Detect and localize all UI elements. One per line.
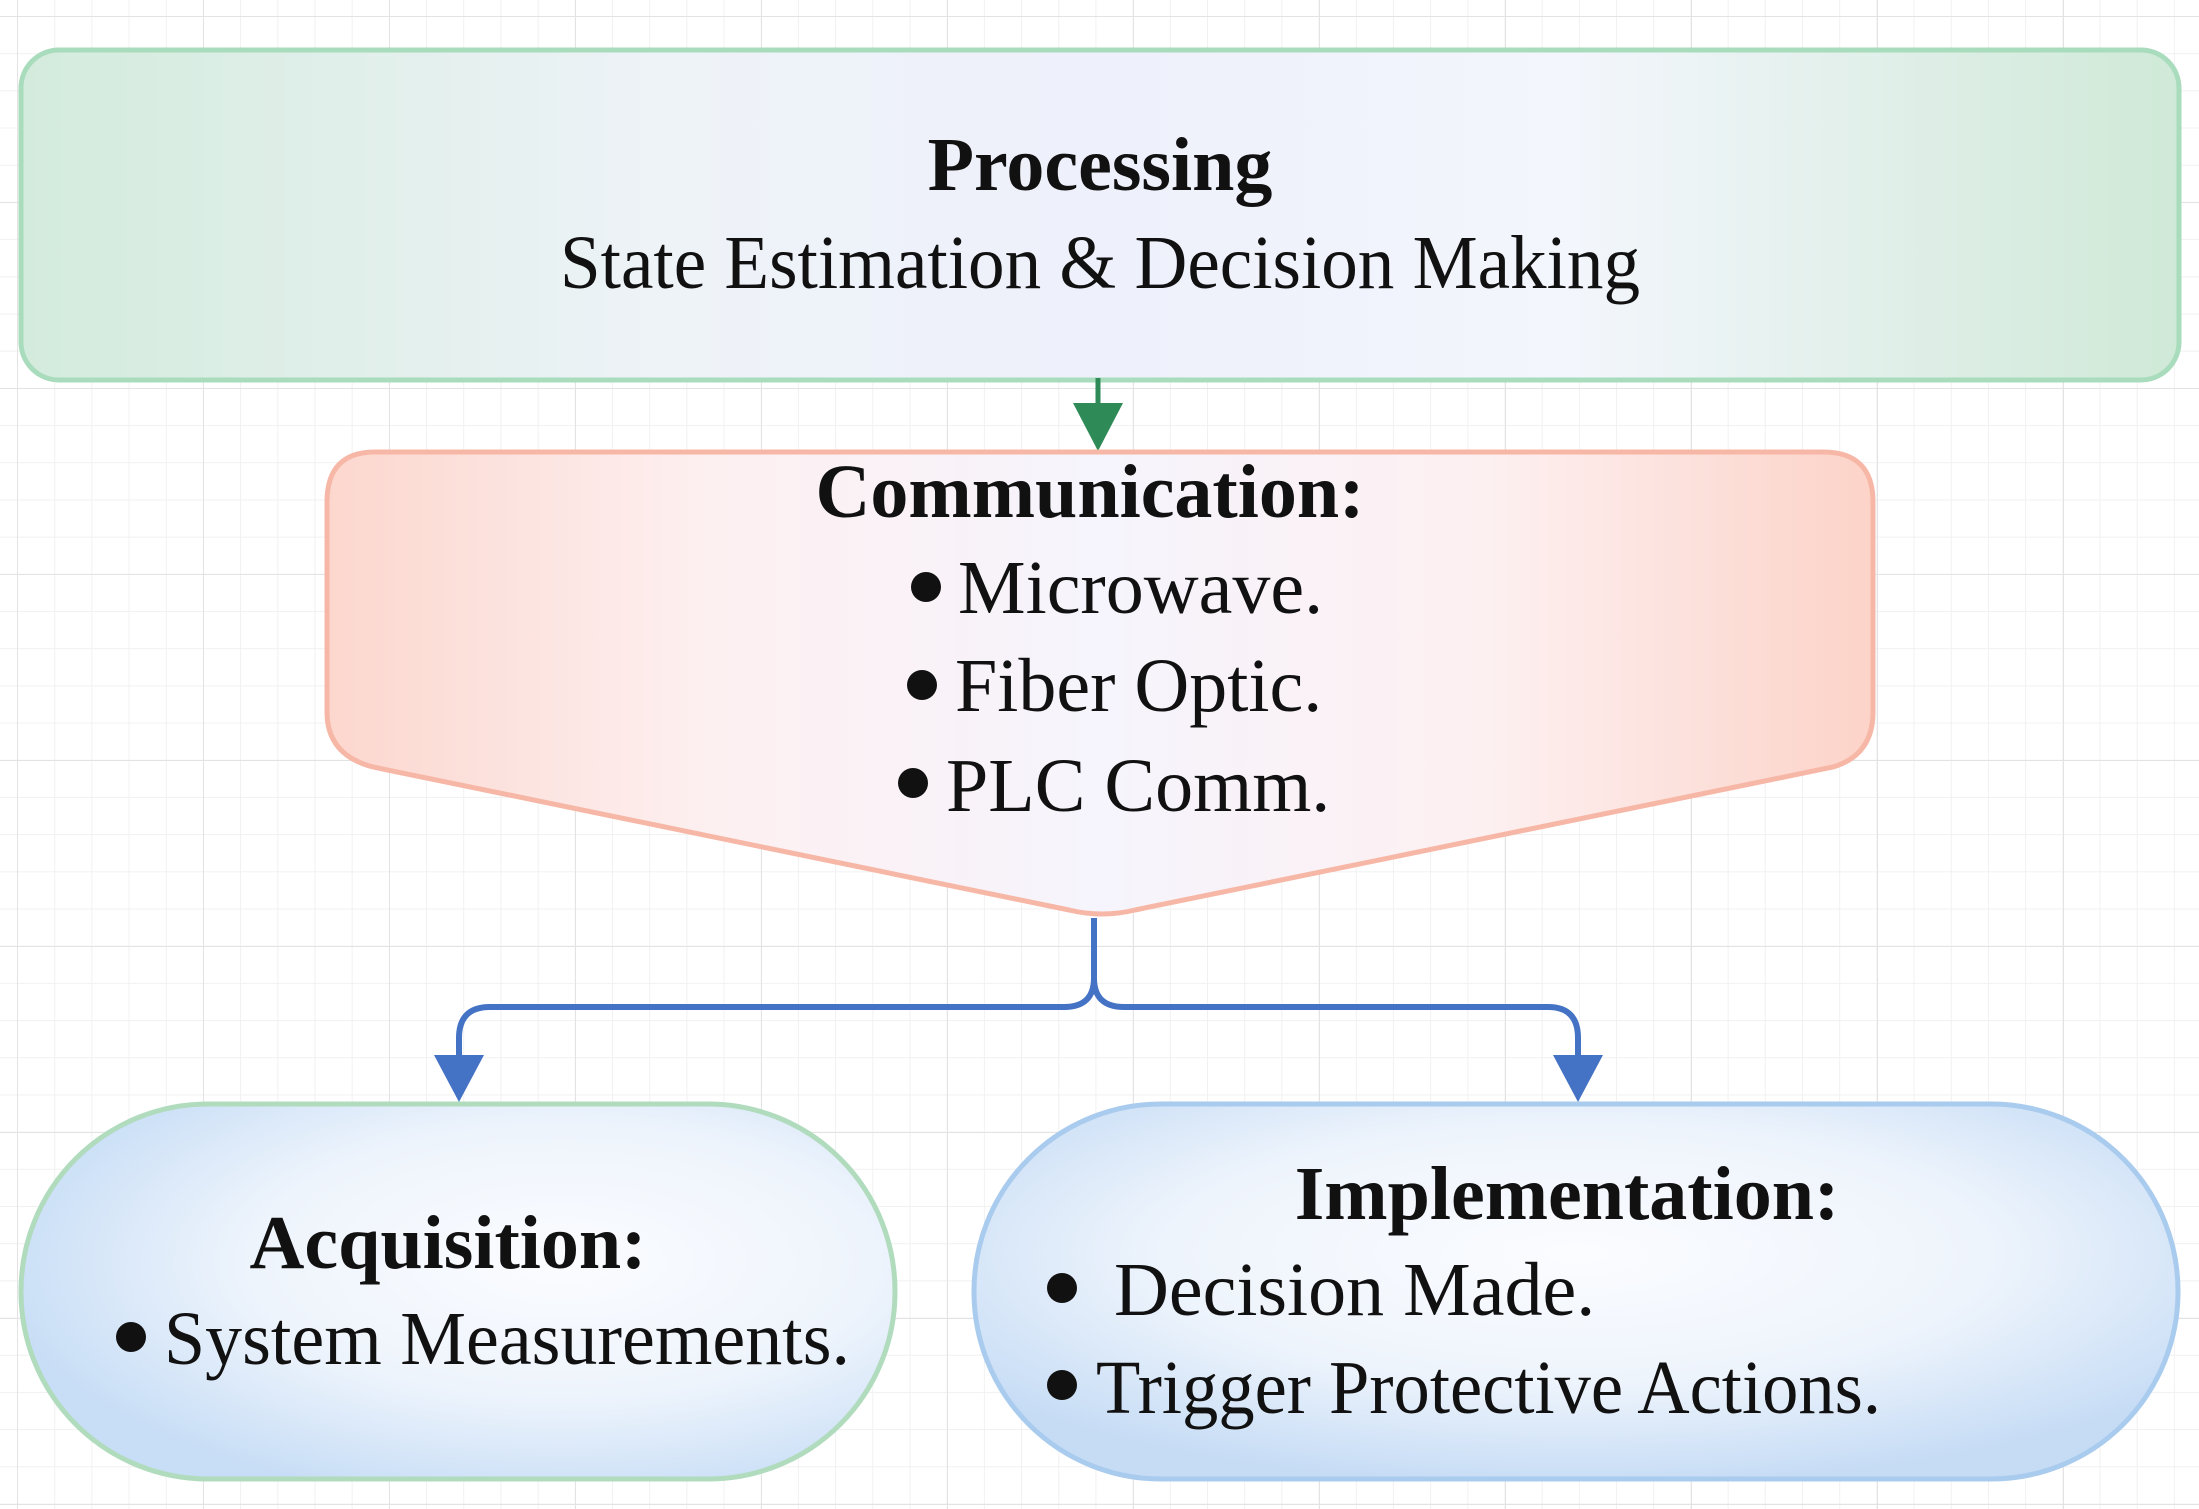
acquisition-box-shape	[18, 1101, 898, 1482]
branch-to-implementation	[1091, 977, 1581, 1062]
communication-item: PLC Comm.	[946, 744, 1330, 828]
communication-item: Fiber Optic.	[955, 644, 1322, 728]
acquisition-title: Acquisition:	[250, 1201, 647, 1285]
bullet-icon	[911, 572, 941, 602]
implementation-item: Decision Made.	[1114, 1248, 1595, 1332]
arrowhead-acquisition	[434, 1055, 484, 1102]
communication-list: Microwave. Fiber Optic. PLC Comm.	[898, 546, 1330, 828]
processing-box: Processing State Estimation & Decision M…	[18, 47, 2182, 383]
bullet-icon	[1047, 1273, 1077, 1303]
branch-to-acquisition	[456, 918, 1097, 1062]
processing-box-shape	[18, 47, 2182, 383]
communication-branch-arrows	[456, 918, 1581, 1062]
communication-title: Communication:	[816, 450, 1365, 534]
acquisition-box: Acquisition: System Measurements.	[18, 1101, 898, 1482]
processing-title: Processing	[928, 123, 1273, 207]
processing-subtitle: State Estimation & Decision Making	[560, 221, 1640, 305]
bullet-icon	[907, 670, 937, 700]
bullet-icon	[1047, 1370, 1077, 1400]
processing-to-communication-arrow	[1073, 378, 1123, 451]
acquisition-item: System Measurements.	[164, 1297, 850, 1381]
implementation-box-shape	[971, 1101, 2181, 1482]
communication-box: Communication: Microwave. Fiber Optic. P…	[324, 449, 1876, 917]
bullet-icon	[898, 768, 928, 798]
bullet-icon	[116, 1322, 146, 1352]
arrowhead-implementation	[1553, 1055, 1603, 1102]
implementation-title: Implementation:	[1295, 1152, 1840, 1236]
communication-box-shape	[324, 449, 1876, 917]
implementation-item: Trigger Protective Actions.	[1096, 1346, 1881, 1430]
implementation-box: Implementation: Decision Made. Trigger P…	[971, 1101, 2181, 1482]
communication-item: Microwave.	[958, 546, 1323, 630]
